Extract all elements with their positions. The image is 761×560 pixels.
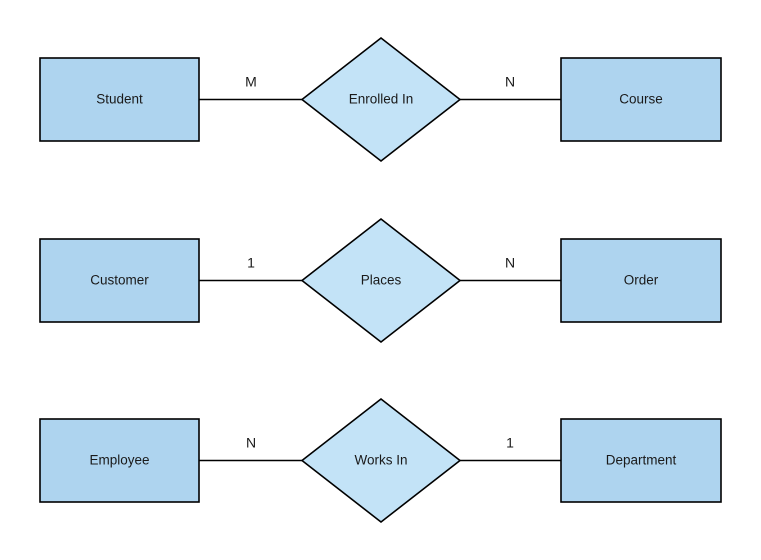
er-row-3: Employee Works In Department N 1 [39,397,722,524]
entity-box-left-2[interactable] [39,238,200,323]
entity-label-right-3: Department [606,453,677,468]
entity-label-left-1: Student [96,92,143,107]
cardinality-right-2: N [505,255,515,271]
entity-label-right-2: Order [624,273,659,288]
entity-box-right-1[interactable] [560,57,722,142]
entity-box-left-3[interactable] [39,418,200,503]
cardinality-right-1: N [505,74,515,90]
relationship-label-1: Enrolled In [349,92,414,107]
relationship-diamond-2[interactable] [300,217,462,344]
entity-label-left-2: Customer [90,273,149,288]
entity-label-left-3: Employee [89,453,149,468]
entity-label-right-1: Course [619,92,663,107]
er-row-1: Student Enrolled In Course M N [39,36,722,163]
relationship-label-2: Places [361,273,402,288]
cardinality-left-2: 1 [247,255,255,271]
relationship-diamond-1[interactable] [300,36,462,163]
relationship-diamond-3[interactable] [300,397,462,524]
cardinality-right-3: 1 [506,435,514,451]
entity-box-right-3[interactable] [560,418,722,503]
cardinality-left-1: M [245,74,257,90]
cardinality-left-3: N [246,435,256,451]
entity-box-right-2[interactable] [560,238,722,323]
entity-box-left-1[interactable] [39,57,200,142]
relationship-label-3: Works In [354,453,407,468]
er-row-2: Customer Places Order 1 N [39,217,722,344]
